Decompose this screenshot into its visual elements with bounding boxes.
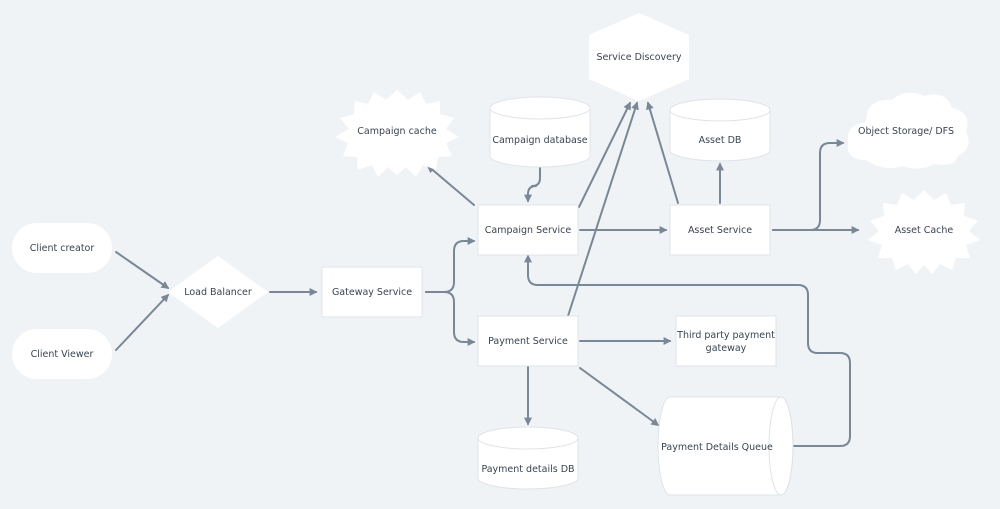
edge-campaign-service-to-service-discovery [578, 101, 631, 208]
node-campaign-database[interactable]: Campaign database [489, 96, 591, 168]
node-object-storage-label: Object Storage/ DFS [858, 126, 954, 137]
node-third-party-gateway-label-line1: Third party payment [676, 330, 775, 341]
node-asset-cache[interactable]: Asset Cache [868, 190, 980, 274]
edge-gateway-to-payment-service [425, 291, 476, 346]
node-payment-details-db-label: Payment details DB [481, 464, 574, 475]
node-asset-db-label: Asset DB [699, 135, 742, 146]
edge-asset-service-to-object-storage [772, 139, 845, 231]
node-third-party-gateway-label-line2: gateway [706, 343, 747, 354]
edge-client-viewer-to-load-balancer [115, 293, 170, 351]
edges [115, 101, 860, 447]
node-gateway-service-label: Gateway Service [332, 287, 412, 298]
node-asset-service-label: Asset Service [688, 225, 752, 236]
edge-client-creator-to-load-balancer [115, 251, 170, 289]
node-asset-db[interactable]: Asset DB [669, 98, 771, 162]
node-service-discovery[interactable]: Service Discovery [589, 13, 689, 101]
node-campaign-cache-label: Campaign cache [357, 126, 437, 137]
node-payment-service[interactable]: Payment Service [477, 315, 579, 367]
edge-payment-service-to-service-discovery [567, 101, 639, 317]
node-campaign-service[interactable]: Campaign Service [477, 204, 579, 256]
edge-asset-service-to-service-discovery [646, 101, 679, 204]
node-asset-service[interactable]: Asset Service [669, 204, 771, 256]
edge-campaign-service-to-campaign-cache [426, 164, 475, 206]
node-payment-details-queue[interactable]: Payment Details Queue [657, 396, 794, 496]
node-object-storage[interactable]: Object Storage/ DFS [847, 92, 969, 169]
node-gateway-service[interactable]: Gateway Service [321, 266, 423, 318]
edge-payment-service-to-payment-details-queue [579, 367, 660, 426]
node-asset-cache-label: Asset Cache [895, 225, 954, 236]
node-payment-service-label: Payment Service [488, 336, 568, 347]
node-client-creator-label: Client creator [30, 243, 95, 254]
node-third-party-gateway[interactable]: Third party payment gateway [675, 315, 777, 367]
node-service-discovery-label: Service Discovery [596, 52, 681, 63]
nodes: Client creator Client Viewer Load Balanc… [12, 13, 980, 496]
node-client-viewer[interactable]: Client Viewer [12, 329, 112, 379]
node-load-balancer-label: Load Balancer [184, 287, 252, 298]
node-client-viewer-label: Client Viewer [31, 349, 94, 360]
edge-campaign-database-to-campaign-service [524, 166, 541, 203]
edge-payment-details-queue-to-campaign-service [524, 254, 851, 447]
node-payment-details-queue-label: Payment Details Queue [661, 442, 773, 453]
node-payment-details-db[interactable]: Payment details DB [477, 426, 579, 490]
node-campaign-database-label: Campaign database [492, 135, 587, 146]
edge-gateway-to-campaign-service [425, 237, 476, 293]
node-campaign-cache[interactable]: Campaign cache [335, 90, 459, 177]
node-client-creator[interactable]: Client creator [12, 223, 112, 273]
node-load-balancer[interactable]: Load Balancer [168, 256, 268, 328]
node-campaign-service-label: Campaign Service [485, 225, 572, 236]
